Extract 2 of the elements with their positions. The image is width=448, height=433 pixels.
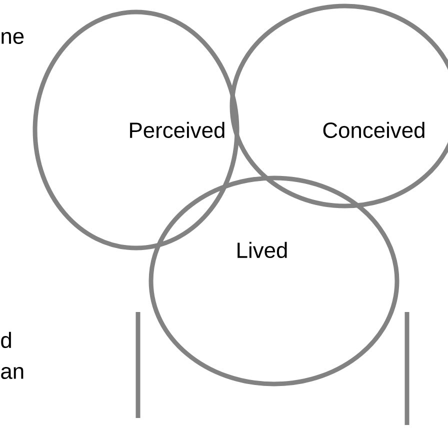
- text-fragment: d: [1, 332, 11, 348]
- text-fragment: an: [1, 366, 24, 379]
